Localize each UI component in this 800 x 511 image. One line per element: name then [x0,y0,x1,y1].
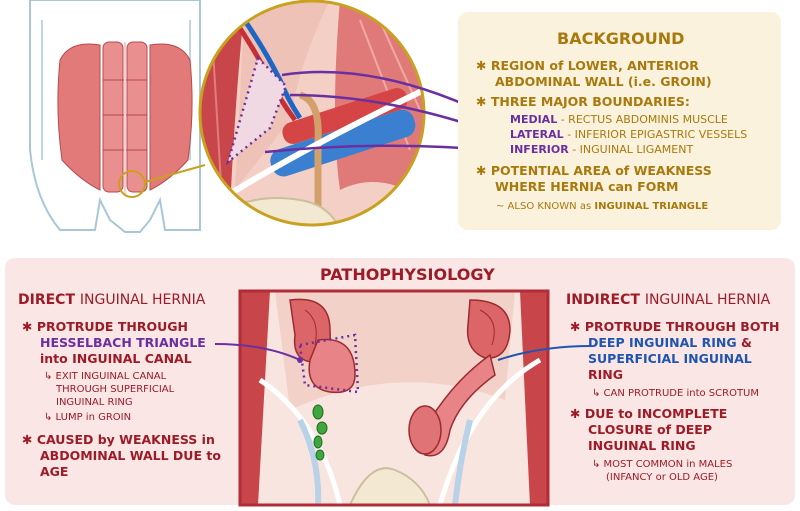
indirect-sub-2-line-1: ↳ MOST COMMON in MALES [592,459,733,470]
inferior-desc: - INGUINAL LIGAMENT [572,143,694,156]
bullet-icon: ✱ [570,406,581,421]
inferior-label: INFERIOR [510,143,569,156]
indirect-bullet-1: ✱ PROTRUDE THROUGH BOTH [570,319,780,334]
bullet-icon: ✱ [22,319,33,334]
indirect-bullet-2: ✱ DUE to INCOMPLETE [570,406,728,421]
direct-sub-1-line-2: THROUGH SUPERFICIAL [56,384,175,395]
bullet-icon: ✱ [476,94,487,109]
boundary-lateral: LATERAL - INFERIOR EPIGASTRIC VESSELS [510,128,748,142]
indirect-bullet-2-line-2: CLOSURE of DEEP [588,422,712,437]
inguinal-triangle-term: INGUINAL TRIANGLE [594,201,709,212]
boundary-medial: MEDIAL - RECTUS ABDOMINIS MUSCLE [510,113,728,127]
background-bullet-1-line-2: ABDOMINAL WALL (i.e. GROIN) [495,74,712,89]
indirect-sub-1: ↳ CAN PROTRUDE into SCROTUM [592,388,760,399]
deep-inguinal-ring-term: DEEP INGUINAL RING [588,335,737,350]
medial-label: MEDIAL [510,113,558,126]
medial-desc: - RECTUS ABDOMINIS MUSCLE [560,113,728,126]
superficial-inguinal-term: SUPERFICIAL INGUINAL [588,351,752,366]
lymph-node-chain [312,404,328,461]
lateral-desc: - INFERIOR EPIGASTRIC VESSELS [567,128,748,141]
direct-sub-1-line-1: ↳ EXIT INGUINAL CANAL [44,371,167,382]
indirect-bullet-1-line-4: RING [588,367,623,382]
direct-bullet-1-line-2: HESSELBACH TRIANGLE [40,335,206,350]
indirect-sub-2-line-2: (INFANCY or OLD AGE) [606,472,718,483]
hesselbach-triangle-term: HESSELBACH TRIANGLE [40,335,206,350]
bullet-icon: ✱ [476,163,487,178]
indirect-hernia-title: INDIRECT INGUINAL HERNIA [566,292,771,308]
also-known-as: ~ ALSO KNOWN as INGUINAL TRIANGLE [496,201,709,212]
direct-sub-2: ↳ LUMP in GROIN [44,412,132,423]
direct-bullet-1-line-3: into INGUINAL CANAL [40,351,192,366]
background-title: BACKGROUND [557,29,685,48]
indirect-bullet-1-line-3: SUPERFICIAL INGUINAL [588,351,752,366]
direct-bullet-2-line-2: ABDOMINAL WALL DUE to [40,448,221,463]
background-panel [458,12,781,230]
direct-bullet-1: ✱ PROTRUDE THROUGH [22,319,188,334]
bullet-icon: ✱ [22,432,33,447]
pathophysiology-title: PATHOPHYSIOLOGY [320,265,495,284]
hernia-illustration [238,289,550,507]
direct-sub-1-line-3: INGUINAL RING [56,397,133,408]
indirect-bullet-1-line-2: DEEP INGUINAL RING & [588,335,752,350]
direct-bullet-2-line-3: AGE [40,464,69,479]
lateral-label: LATERAL [510,128,564,141]
background-bullet-2: ✱ THREE MAJOR BOUNDARIES: [476,94,690,109]
bullet-icon: ✱ [570,319,581,334]
background-bullet-3: ✱ POTENTIAL AREA of WEAKNESS [476,163,712,178]
direct-hernia-title: DIRECT INGUINAL HERNIA [18,292,206,308]
boundary-inferior: INFERIOR - INGUINAL LIGAMENT [510,143,694,157]
torso-figure [29,0,206,233]
background-bullet-3-line-2: WHERE HERNIA can FORM [495,179,679,194]
direct-bullet-2: ✱ CAUSED by WEAKNESS in [22,432,215,447]
bullet-icon: ✱ [476,58,487,73]
hernia-leader-lines [214,343,593,363]
indirect-bullet-2-line-3: INGUINAL RING [588,438,696,453]
background-bullet-1: ✱ REGION of LOWER, ANTERIOR [476,58,699,73]
